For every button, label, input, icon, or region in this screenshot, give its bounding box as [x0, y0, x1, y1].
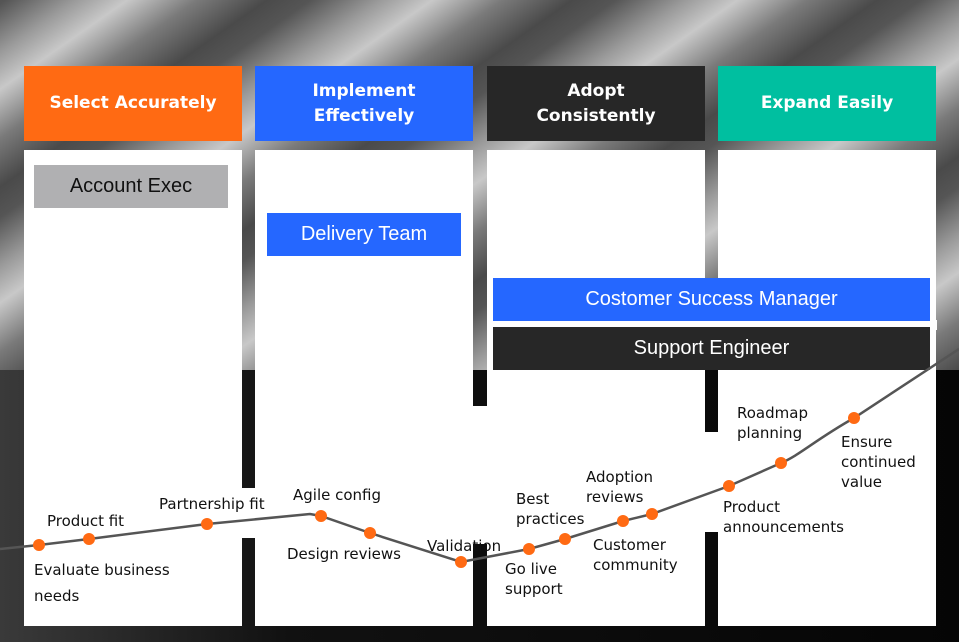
phase-title: Adopt Consistently — [536, 80, 656, 126]
role-customer-success-manager: Costomer Success Manager — [493, 278, 930, 321]
milestone-dot — [364, 527, 376, 539]
milestone-dot — [83, 533, 95, 545]
phase-header-adopt: Adopt Consistently — [487, 66, 705, 141]
milestone-label: Product announcements — [723, 498, 844, 536]
panel-bridge — [471, 406, 489, 544]
milestone-label: Partnership fit — [159, 495, 265, 513]
phase-panel-select — [24, 150, 242, 626]
milestone-label: Product fit — [47, 512, 125, 530]
role-account-exec: Account Exec — [34, 165, 228, 208]
milestone-label: Ensure continued value — [841, 433, 916, 491]
milestone-dot — [848, 412, 860, 424]
phase-header-implement: Implement Effectively — [255, 66, 473, 141]
phase-panel-adopt — [487, 150, 705, 626]
panel-bridge — [703, 432, 721, 532]
milestone-label: Best practices — [516, 490, 585, 528]
milestone-dot — [455, 556, 467, 568]
milestone-label: Design reviews — [287, 545, 401, 563]
panel-bridge — [487, 320, 937, 330]
milestone-label: Customer community — [593, 536, 678, 574]
milestone-label: Validation — [427, 537, 502, 555]
phase-title: Implement Effectively — [312, 80, 416, 126]
milestone-label: Evaluate business needs — [34, 561, 170, 605]
milestone-label: Go live support — [505, 560, 563, 598]
milestone-dot — [723, 480, 735, 492]
milestone-dot — [775, 457, 787, 469]
milestone-label: Roadmap planning — [737, 404, 808, 442]
role-support-engineer: Support Engineer — [493, 327, 930, 370]
role-delivery-team: Delivery Team — [267, 213, 461, 256]
milestone-label: Adoption reviews — [586, 468, 653, 506]
panel-bridge — [240, 488, 258, 538]
milestone-dot — [201, 518, 213, 530]
milestone-dot — [559, 533, 571, 545]
milestone-dot — [617, 515, 629, 527]
phase-title: Expand Easily — [760, 93, 894, 113]
role-label: Delivery Team — [300, 223, 428, 245]
role-label: Account Exec — [69, 175, 193, 197]
milestone-dot — [315, 510, 327, 522]
role-label: Support Engineer — [633, 337, 790, 359]
phase-header-expand: Expand Easily — [718, 66, 936, 141]
milestone-dot — [33, 539, 45, 551]
milestone-label: Agile config — [293, 486, 382, 504]
milestone-dot — [523, 543, 535, 555]
milestone-dot — [646, 508, 658, 520]
role-label: Costomer Success Manager — [585, 288, 838, 310]
phase-title: Select Accurately — [49, 93, 217, 113]
phase-header-select: Select Accurately — [24, 66, 242, 141]
